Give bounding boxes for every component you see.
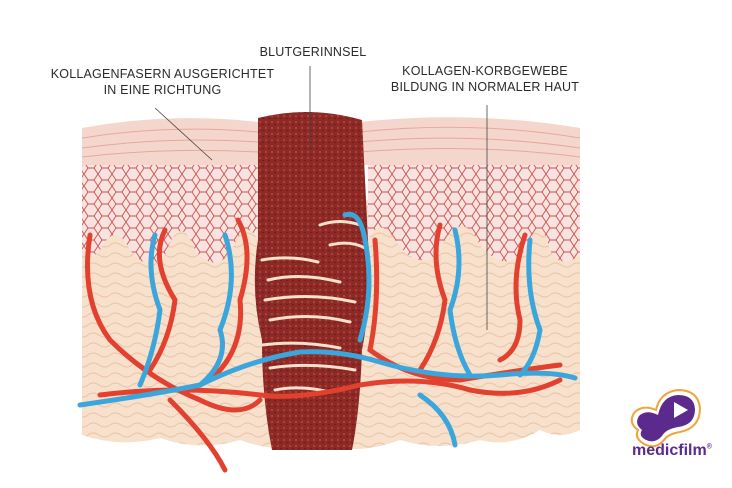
registered-mark: ® [706,443,712,451]
epidermis-cell-layer [82,160,580,264]
label-line: KOLLAGEN-KORBGEWEBE [402,64,568,78]
veins [77,211,578,448]
brand-name: medicfilm® [632,442,712,460]
brand-text: medicfilm [632,442,707,459]
leader-lines [154,66,488,330]
stratum-corneum [82,118,258,165]
medicfilm-logo-icon [630,388,702,448]
label-line: KOLLAGENFASERN AUSGERICHTET [50,67,275,81]
label-line: BILDUNG IN NORMALER HAUT [390,80,580,94]
label-line: IN EINE RICHTUNG [103,83,222,97]
label-line: BLUTGERINNSEL [259,45,367,59]
label-blood-clot: BLUTGERINNSEL [258,44,368,60]
blood-clot [254,111,370,450]
label-aligned-collagen: KOLLAGENFASERN AUSGERICHTET IN EINE RICH… [45,66,280,98]
label-collagen-basket-weave: KOLLAGEN-KORBGEWEBE BILDUNG IN NORMALER … [375,63,595,95]
